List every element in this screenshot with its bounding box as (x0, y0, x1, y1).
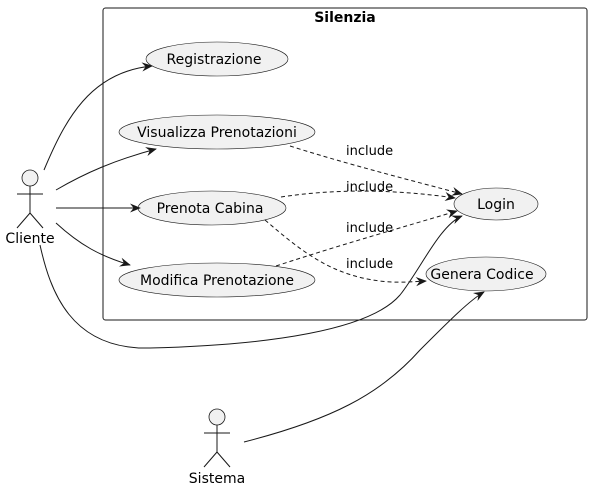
system-title: Silenzia (314, 10, 376, 26)
use-case-genera-codice-label: Genera Codice (430, 267, 533, 283)
use-case-modifica-prenotazione: Modifica Prenotazione (118, 262, 316, 298)
use-case-prenota-cabina: Prenota Cabina (137, 190, 287, 226)
include-label-modifica-login: include (346, 221, 393, 236)
use-case-genera-codice: Genera Codice (425, 256, 547, 292)
association-cliente-registrazione (43, 62, 153, 171)
use-case-login: Login (453, 187, 539, 221)
use-case-visualizza-prenotazioni-label: Visualizza Prenotazioni (137, 125, 297, 141)
use-case-login-label: Login (477, 197, 515, 213)
use-case-visualizza-prenotazioni: Visualizza Prenotazioni (118, 114, 316, 150)
use-case-registrazione: Registrazione (145, 41, 289, 77)
actor-cliente: Cliente (5, 169, 55, 247)
actor-sistema: Sistema (189, 408, 245, 487)
use-case-modifica-prenotazione-label: Modifica Prenotazione (140, 273, 294, 289)
include-label-visualizza-login: include (346, 144, 393, 159)
association-cliente-login (39, 215, 463, 349)
include-modifica-login (275, 209, 458, 267)
actor-cliente-label: Cliente (5, 231, 54, 247)
use-case-registrazione-label: Registrazione (167, 52, 262, 68)
include-prenota-login (280, 190, 456, 202)
use-case-prenota-cabina-label: Prenota Cabina (157, 201, 264, 217)
include-label-prenota-login: include (346, 180, 393, 195)
include-prenota-genera-codice (264, 219, 427, 287)
system-boundary: Silenzia (102, 7, 588, 321)
include-label-prenota-genera-codice: include (346, 257, 393, 272)
association-cliente-visualizza (55, 147, 157, 191)
include-visualizza-login (289, 145, 463, 196)
association-cliente-modifica (55, 222, 131, 267)
actor-sistema-label: Sistema (189, 471, 245, 487)
association-sistema-genera-codice (243, 291, 485, 443)
